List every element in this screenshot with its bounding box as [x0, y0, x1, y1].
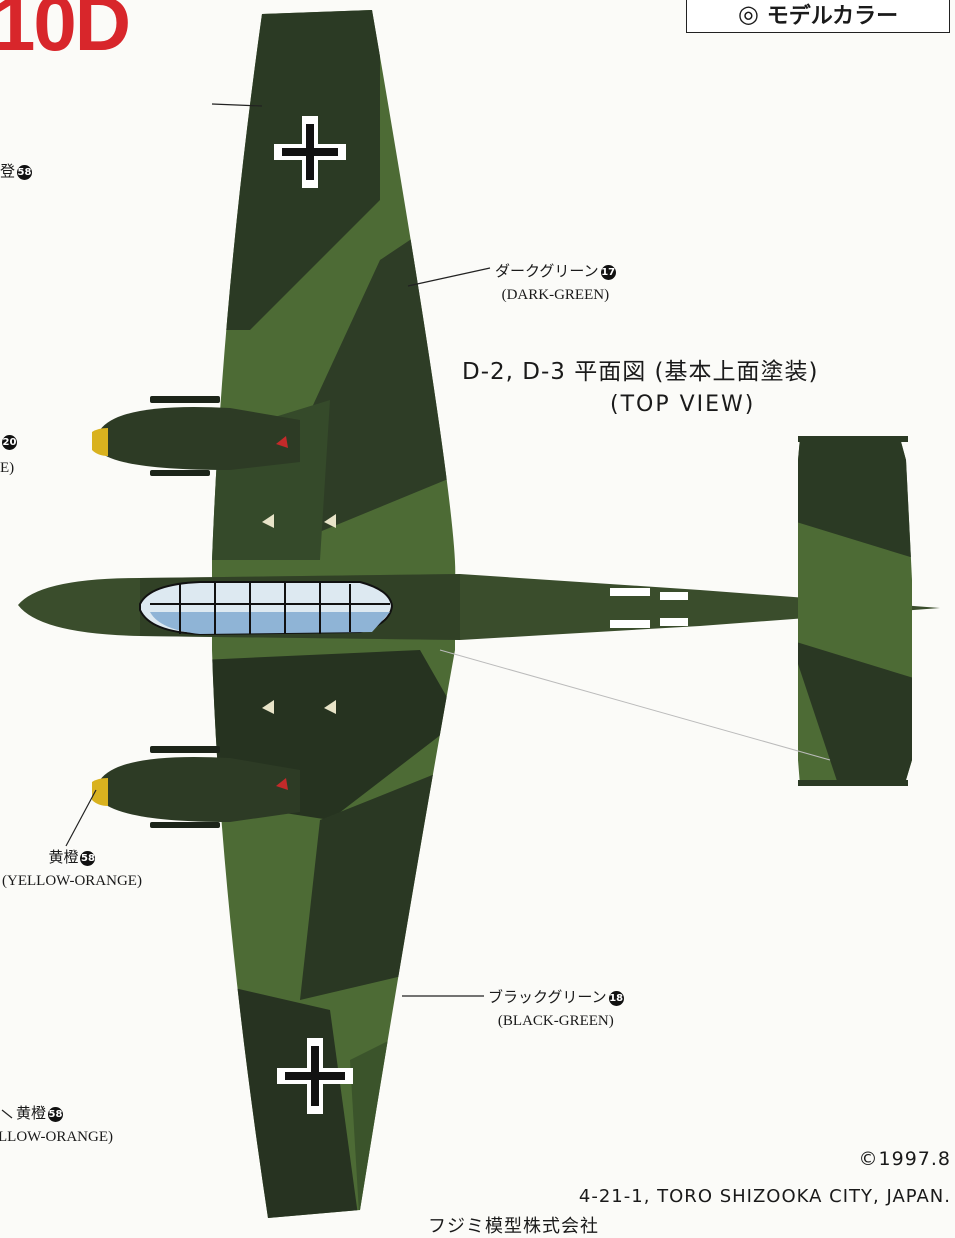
cross-insignia-upper — [274, 116, 346, 188]
dark-green-jp: ダークグリーン — [495, 262, 599, 280]
black-green-en: (BLACK-GREEN) — [497, 1013, 614, 1029]
paint-number-badge: 58 — [80, 851, 96, 866]
edge-fragment-mid: 20 — [0, 432, 17, 450]
yellow-orange-jp: 黄橙 — [48, 848, 79, 866]
title-fragment: 10D — [0, 0, 131, 67]
view-subtitle: (TOP VIEW) — [610, 392, 756, 417]
paint-number-badge: 20 — [2, 435, 17, 450]
copyright: ©1997.8 — [858, 1148, 951, 1170]
paint-number-badge: 17 — [600, 265, 616, 280]
address: 4-21-1, TORO SHIZOOKA CITY, JAPAN. — [578, 1186, 951, 1207]
company-name: フジミ模型株式会社 — [428, 1216, 599, 1237]
yellow-orange-en-2: LLOW-ORANGE) — [0, 1129, 113, 1145]
black-green-jp: ブラックグリーン — [488, 988, 607, 1006]
dark-green-en: (DARK-GREEN) — [501, 287, 610, 303]
target-icon: ◎ — [737, 0, 759, 28]
paint-number-badge: 58 — [48, 1107, 64, 1122]
canopy — [139, 581, 394, 636]
yellow-orange-en: (YELLOW-ORANGE) — [2, 873, 142, 889]
yellow-orange-jp-2: 黄橙 — [16, 1104, 47, 1122]
model-color-box: ◎ モデルカラー — [686, 0, 950, 33]
model-color-label: モデルカラー — [766, 4, 899, 29]
cross-insignia-lower — [277, 1038, 353, 1114]
left-engine-upper — [92, 396, 300, 476]
left-engine-lower — [92, 746, 300, 828]
edge-fragment-mid-en: E) — [0, 460, 15, 476]
paint-number-badge: 58 — [17, 165, 33, 180]
paint-number-badge: 18 — [608, 991, 624, 1006]
edge-fragment-top-text: 登 — [0, 162, 16, 180]
view-title: D-2, D-3 平面図 (基本上面塗装) — [462, 359, 819, 385]
